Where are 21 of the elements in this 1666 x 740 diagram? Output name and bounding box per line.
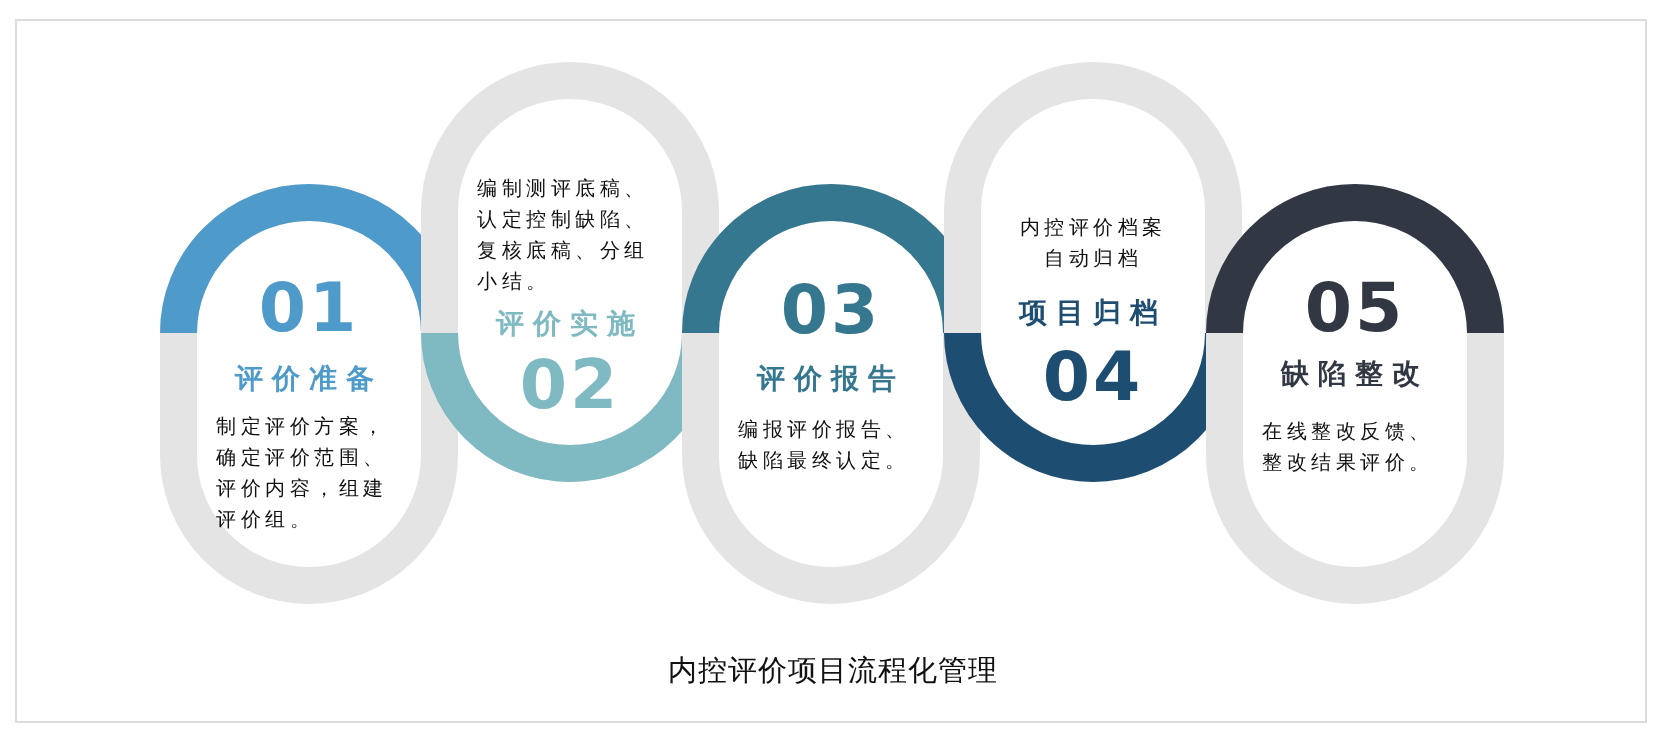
stadium-ring	[421, 62, 719, 482]
caption: 内控评价项目流程化管理	[668, 652, 998, 689]
step-title: 评价实施	[496, 307, 644, 341]
step-description: 编制测评底稿、认定控制缺陷、复核底稿、分组小结。	[477, 175, 650, 295]
stadium-ring	[682, 184, 980, 604]
step-number: 01	[258, 272, 360, 344]
step-number: 05	[1304, 272, 1406, 344]
step-number: 03	[780, 274, 882, 346]
step-title: 缺陷整改	[1281, 357, 1429, 391]
stadium-ring	[1206, 184, 1504, 604]
stadium-ring	[944, 62, 1242, 482]
stadium-ring	[160, 184, 458, 604]
step-title: 项目归档	[1019, 296, 1167, 330]
step-description: 编报评价报告、缺陷最终认定。	[738, 416, 911, 474]
step-description: 在线整改反馈、整改结果评价。	[1262, 418, 1435, 476]
step-title: 评价报告	[757, 362, 905, 396]
step-number: 04	[1042, 341, 1144, 413]
step-description: 制定评价方案，确定评价范围、评价内容，组建评价组。	[216, 413, 389, 533]
step-description: 内控评价档案自动归档	[1018, 214, 1168, 272]
step-title: 评价准备	[235, 362, 383, 396]
step-number: 02	[519, 349, 621, 421]
